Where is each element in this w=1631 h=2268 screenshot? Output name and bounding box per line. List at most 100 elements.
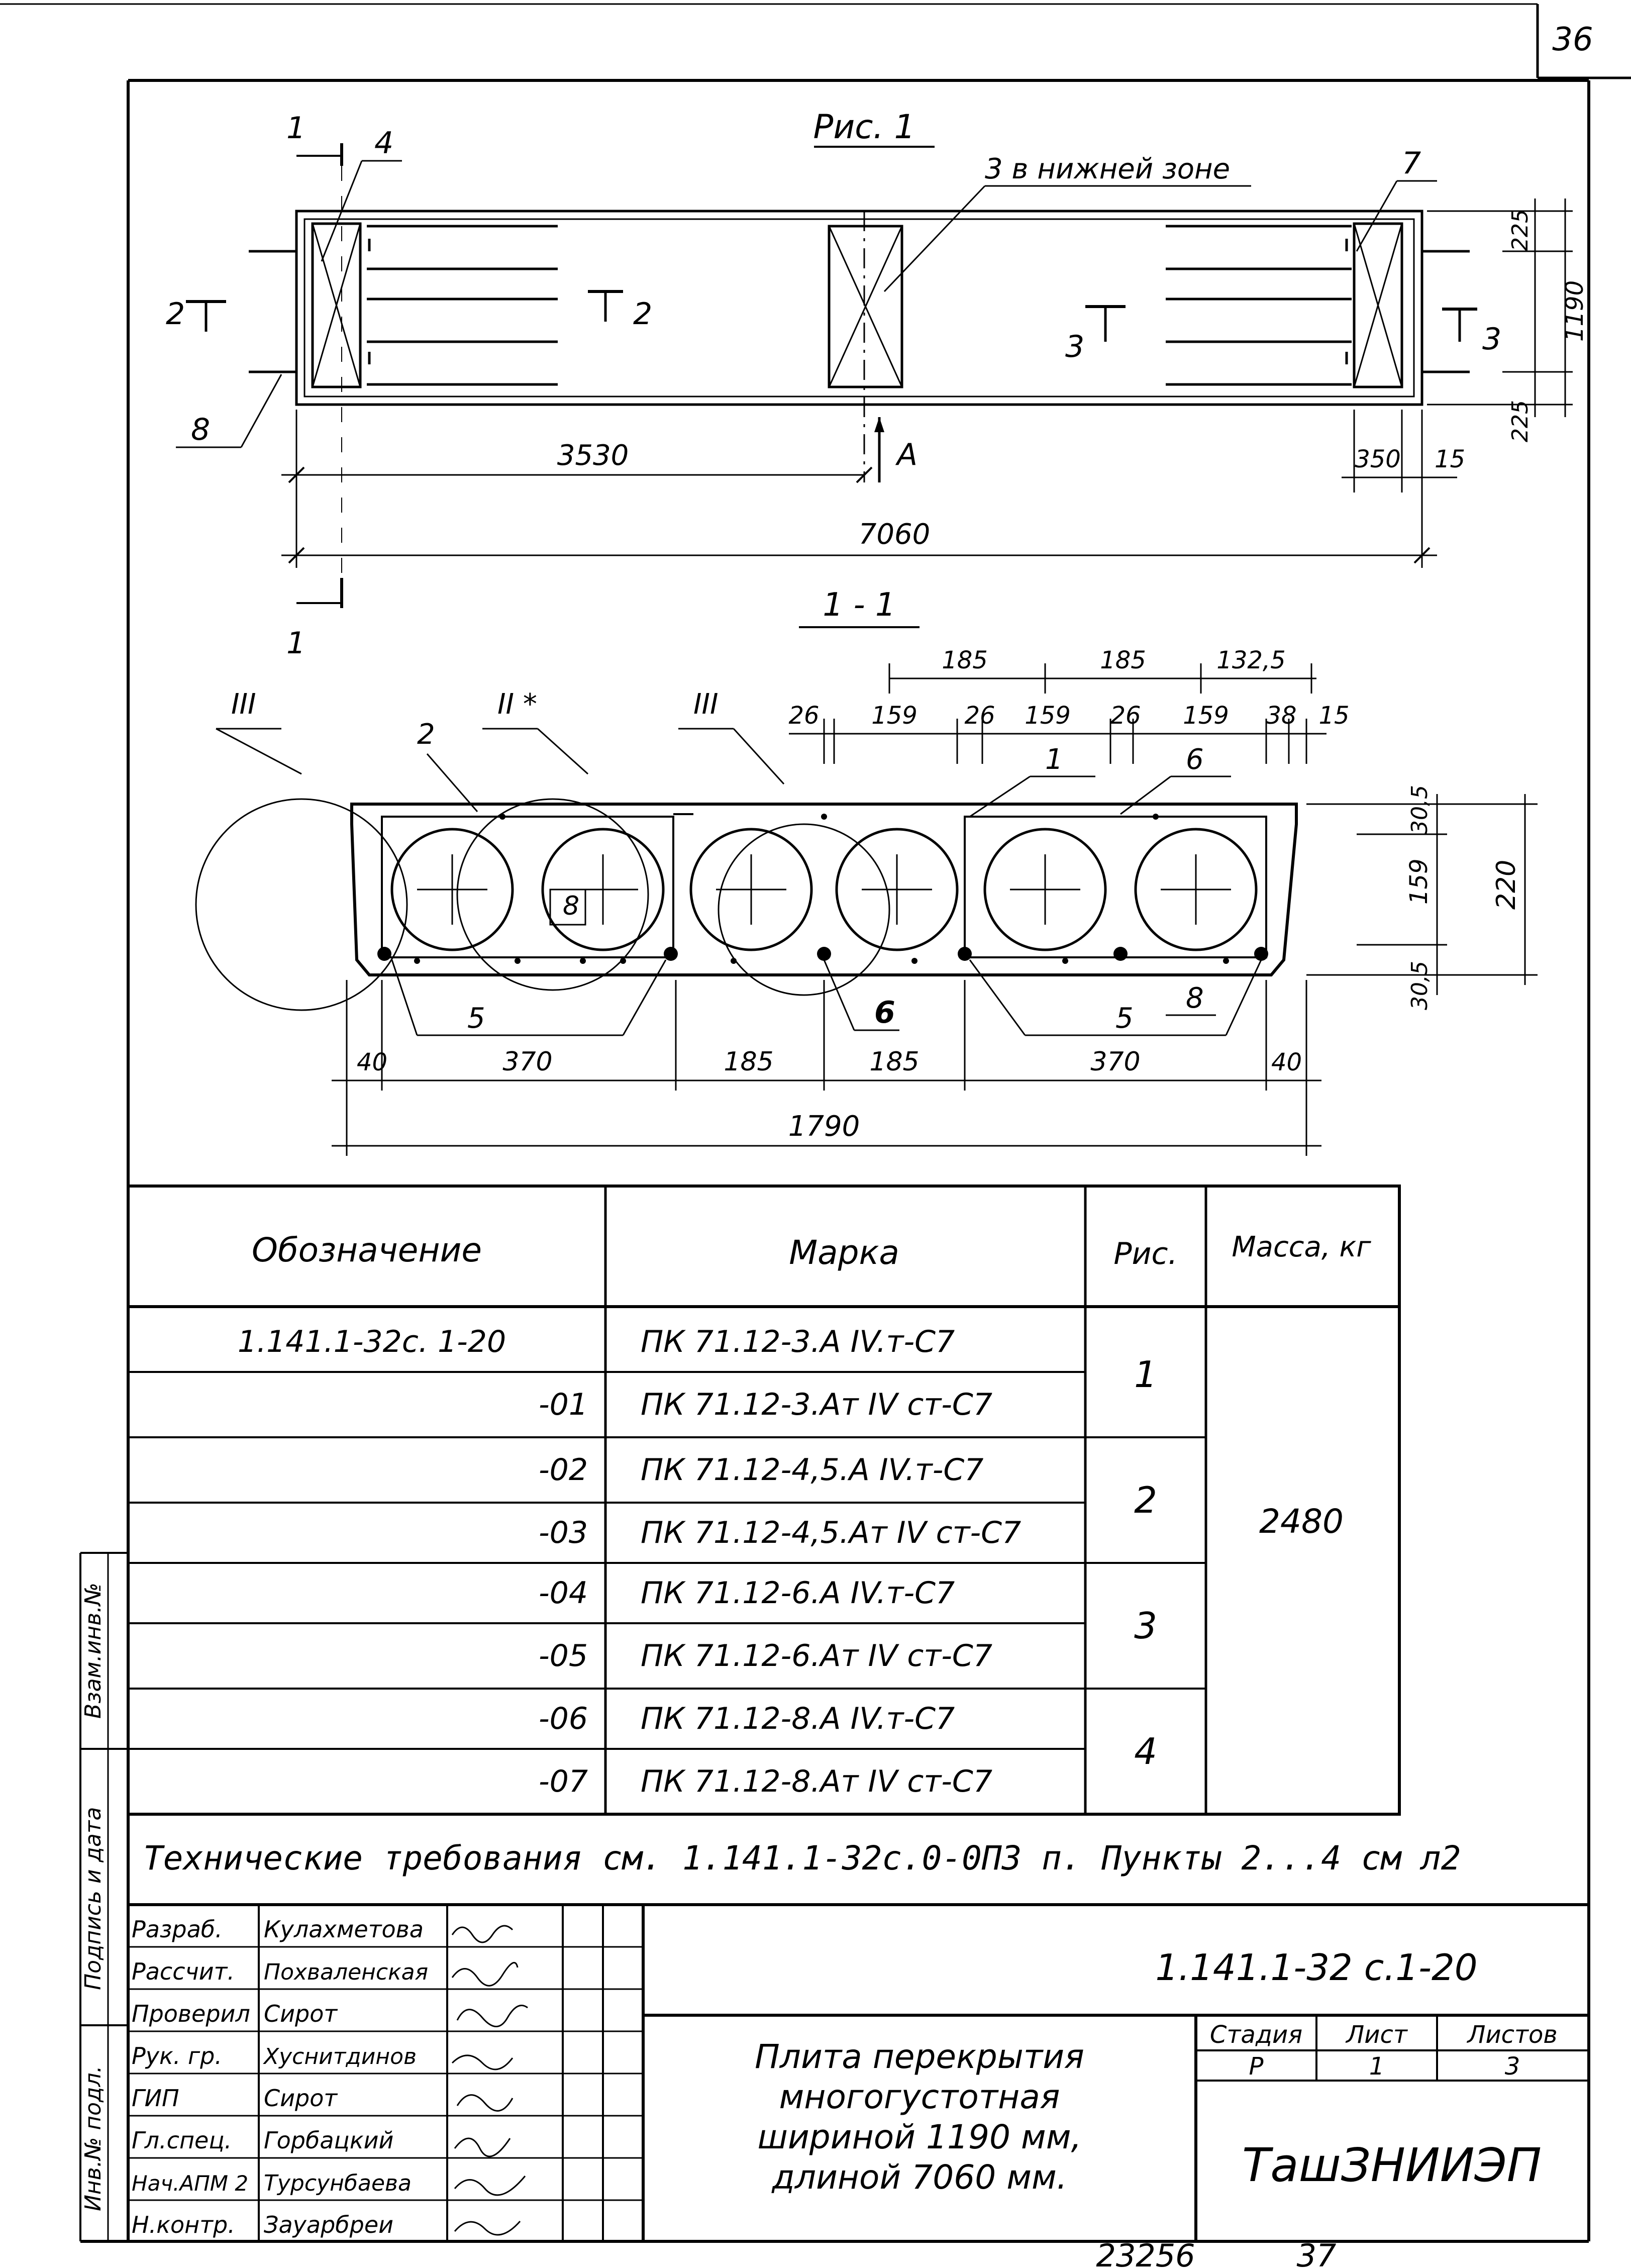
person-name: Турсунбаева bbox=[264, 2171, 412, 2196]
section-mark-1-bottom: 1 bbox=[286, 626, 305, 661]
figure-1-title: Рис. 1 bbox=[813, 108, 915, 146]
role-label: Рассчит. bbox=[132, 1958, 235, 1985]
bottom-number-2: 37 bbox=[1297, 2237, 1337, 2268]
role-label: Проверил bbox=[132, 2000, 250, 2027]
person-name: Зауарбреи bbox=[264, 2211, 393, 2238]
row-mark: ПК 71.12-4,5.А IV.т-С7 bbox=[641, 1452, 983, 1488]
top-dim-26-c: 26 bbox=[1110, 702, 1141, 730]
bottom-dim-185-left: 185 bbox=[724, 1047, 773, 1077]
sheets-value: 3 bbox=[1505, 2052, 1520, 2081]
top-dim-159-b: 159 bbox=[1025, 702, 1071, 730]
role-label: Разраб. bbox=[132, 1916, 223, 1943]
label-6-bottom: 6 bbox=[874, 995, 895, 1030]
row-mark: ПК 71.12-6.Ат IV ст-С7 bbox=[641, 1638, 992, 1673]
figure-number: 2 bbox=[1134, 1479, 1157, 1521]
title-line: шириной 1190 мм, bbox=[758, 2118, 1082, 2156]
row-designation: -06 bbox=[539, 1701, 588, 1736]
role-label: Нач.АПМ 2 bbox=[132, 2171, 248, 2196]
top-dim-132-5: 132,5 bbox=[1216, 646, 1285, 674]
dim-225-top: 225 bbox=[1507, 209, 1533, 251]
top-dim-26-b: 26 bbox=[964, 702, 995, 730]
row-designation: -03 bbox=[539, 1515, 588, 1550]
person-name: Кулахметова bbox=[264, 1916, 424, 1943]
top-dim-26-a: 26 bbox=[788, 702, 819, 730]
col-header-mass: Масса, кг bbox=[1232, 1231, 1371, 1263]
row-mark: ПК 71.12-3.Ат IV ст-С7 bbox=[641, 1387, 992, 1422]
view-a-label: А bbox=[895, 437, 918, 472]
figure-number: 3 bbox=[1134, 1605, 1157, 1647]
top-dim-38: 38 bbox=[1266, 702, 1296, 730]
inv-orig-label: Инв.№ подл. bbox=[80, 2065, 106, 2211]
section-mark-2-right: 2 bbox=[633, 297, 652, 332]
label-5-left: 5 bbox=[467, 1002, 485, 1035]
title-line: длиной 7060 мм. bbox=[771, 2158, 1067, 2197]
dim-7060: 7060 bbox=[859, 518, 931, 551]
callout-7: 7 bbox=[1402, 146, 1421, 181]
figure-1-plan: Рис. 1 bbox=[166, 108, 1589, 661]
slab-profile bbox=[350, 803, 1298, 976]
inv-repl-label: Взам.инв.№ bbox=[80, 1583, 106, 1719]
right-dim-220: 220 bbox=[1491, 860, 1521, 910]
person-name: Сирот bbox=[264, 2085, 338, 2112]
section-mark-3-left: 3 bbox=[1065, 329, 1084, 364]
person-name: Горбацкий bbox=[264, 2127, 393, 2154]
doc-code: 1.141.1-32 с.1-20 bbox=[1155, 1946, 1477, 1989]
sheets-label: Листов bbox=[1466, 2021, 1557, 2049]
row-designation: -01 bbox=[539, 1387, 588, 1422]
title-line: многогустотная bbox=[779, 2078, 1060, 2116]
bottom-dim-185-right: 185 bbox=[869, 1047, 919, 1077]
label-8-right: 8 bbox=[1186, 982, 1204, 1015]
title-line: Плита перекрытия bbox=[755, 2037, 1084, 2076]
row-designation: -07 bbox=[539, 1764, 588, 1799]
row-mark: ПК 71.12-3.А IV.т-С7 bbox=[641, 1324, 955, 1359]
figure-number: 1 bbox=[1134, 1353, 1157, 1396]
callout-8: 8 bbox=[191, 412, 210, 447]
left-strip: Инв.№ подл. Подпись и дата Взам.инв.№ bbox=[79, 1552, 128, 2241]
person-name: Хуснитдинов bbox=[263, 2044, 417, 2069]
section-1-1-title: 1 - 1 bbox=[823, 586, 895, 624]
callout-3-bottom-zone: 3 в нижней зоне bbox=[985, 153, 1230, 185]
dim-15: 15 bbox=[1435, 445, 1465, 473]
label-8: 8 bbox=[563, 891, 579, 921]
row-designation: -02 bbox=[539, 1452, 588, 1488]
dim-225-bottom: 225 bbox=[1507, 400, 1533, 442]
corner-page-number: 36 bbox=[1552, 21, 1593, 58]
right-dim-159: 159 bbox=[1405, 858, 1433, 905]
stage-value: Р bbox=[1249, 2052, 1264, 2081]
top-dim-185-a: 185 bbox=[942, 646, 988, 674]
section-mark-1-top: 1 bbox=[286, 111, 305, 146]
col-header-designation: Обозначение bbox=[252, 1231, 482, 1269]
node-III-left: III bbox=[231, 688, 256, 721]
right-dim-30-5-bottom: 30,5 bbox=[1407, 961, 1433, 1010]
signature-marks bbox=[451, 1925, 528, 2236]
bottom-number-1: 23256 bbox=[1096, 2237, 1195, 2268]
top-dim-15: 15 bbox=[1318, 702, 1349, 730]
stage-label: Стадия bbox=[1210, 2021, 1302, 2049]
col-header-figure: Рис. bbox=[1113, 1236, 1177, 1271]
bottom-dim-370-right: 370 bbox=[1090, 1047, 1140, 1077]
section-mark-3-right: 3 bbox=[1482, 322, 1501, 357]
sign-date-label: Подпись и дата bbox=[80, 1807, 106, 1990]
section-mark-2-left: 2 bbox=[166, 297, 185, 332]
title-block: Разраб. Рассчит. Проверил Рук. гр. ГИП Г… bbox=[128, 1903, 1589, 2241]
slab-outline bbox=[295, 210, 1423, 406]
dim-3530: 3530 bbox=[557, 439, 629, 472]
section-1-1: 1 - 1 bbox=[195, 586, 1538, 1156]
figure-number: 4 bbox=[1134, 1730, 1157, 1772]
bottom-dim-40-left: 40 bbox=[357, 1048, 387, 1076]
row-designation: -04 bbox=[539, 1575, 588, 1611]
label-5-right: 5 bbox=[1115, 1002, 1134, 1035]
top-dim-159-a: 159 bbox=[871, 702, 918, 730]
sheet-label: Лист bbox=[1345, 2021, 1408, 2049]
right-dim-30-5-top: 30,5 bbox=[1407, 785, 1433, 834]
sheet-value: 1 bbox=[1369, 2052, 1385, 2081]
label-6-top: 6 bbox=[1186, 743, 1204, 776]
tech-requirements: Технические требования см. 1.141.1-32с.0… bbox=[143, 1839, 1461, 1878]
row-mark: ПК 71.12-8.А IV.т-С7 bbox=[641, 1701, 955, 1736]
dim-350: 350 bbox=[1355, 445, 1401, 473]
organization: ТашЗНИИЭП bbox=[1242, 2138, 1542, 2192]
dim-1190-plan: 1190 bbox=[1561, 280, 1589, 342]
col-header-mark: Марка bbox=[789, 1233, 899, 1272]
product-table: Обозначение Марка Рис. Масса, кг 1.141.1… bbox=[127, 1185, 1461, 1878]
